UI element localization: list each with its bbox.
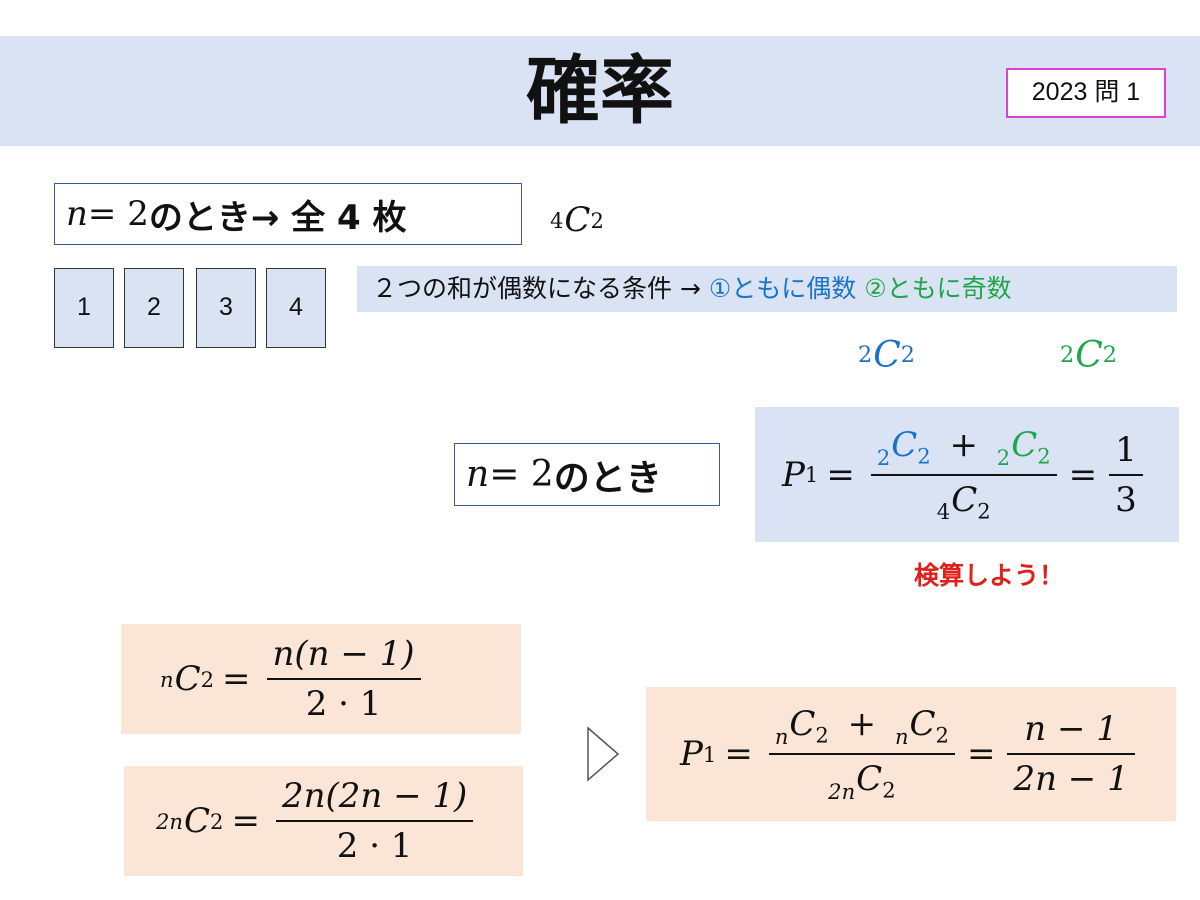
n2-all-cards-box (54, 183, 522, 245)
arrow-right-icon (587, 726, 620, 782)
equals-two: = 2 (87, 194, 149, 234)
p1-example-result: 1 3 (1109, 430, 1143, 520)
case-both-odd: ②ともに奇数 (864, 274, 1012, 303)
total-cards-text: → 全 4 枚 (250, 197, 407, 238)
card-4: 4 (266, 268, 326, 348)
n2-statement: n = 2 のとき (466, 454, 662, 499)
combo-c: C (564, 200, 591, 240)
header-band (0, 36, 1200, 146)
card-3: 3 (196, 268, 256, 348)
page-title: 確率 (526, 48, 674, 134)
n2-box (454, 443, 720, 506)
condition-lead: ２つの和が偶数になる条件 → (372, 274, 709, 303)
n2-all-cards-statement: n = 2 のとき → 全 4 枚 (66, 183, 407, 245)
check-note: 検算しよう！ (914, 561, 1065, 590)
combo-prefix: 4 (550, 207, 564, 233)
case-text: のとき (148, 197, 251, 238)
condition-text: ２つの和が偶数になる条件 → ①ともに偶数 ②ともに奇数 (372, 266, 1012, 312)
p1-example-fraction: 2C2 + 2C2 4C2 (870, 425, 1057, 524)
problem-badge: 2023 問 1 (1006, 68, 1166, 118)
card-1: 1 (54, 268, 114, 348)
card-2: 2 (124, 268, 184, 348)
condition-band (357, 266, 1177, 312)
variable-n: n (66, 194, 88, 234)
case-both-even: ①ともに偶数 (708, 274, 857, 303)
combo-sub: 2 (590, 207, 604, 233)
